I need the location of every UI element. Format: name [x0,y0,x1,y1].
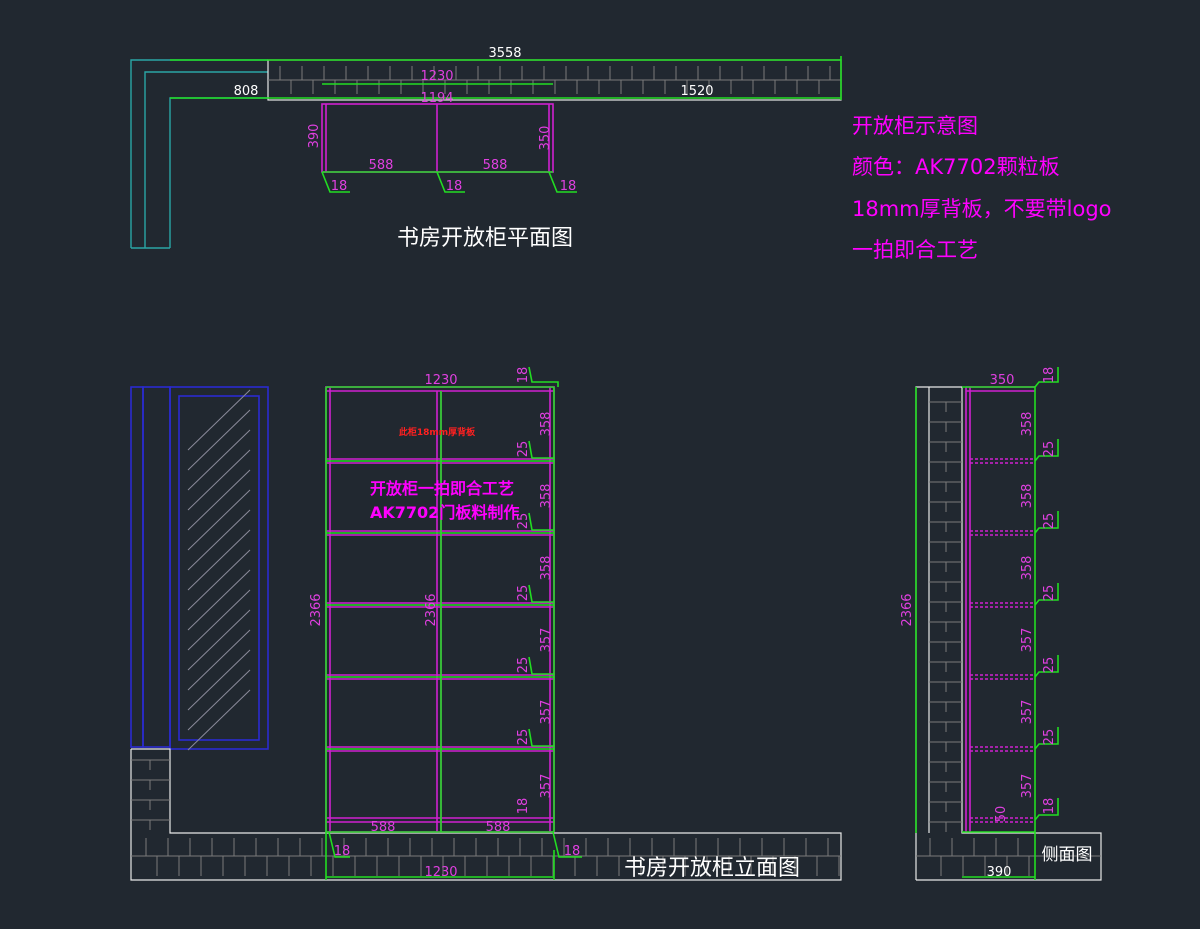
plan-cabinet [321,103,577,193]
elevation-view: 25 25 25 25 25 358 358 358 357 357 357 1230 18 236… [130,367,842,881]
glass-hatch-line [187,449,251,511]
shelf-dim-leader [528,584,554,603]
plan-dim-panel-1: 18 [331,179,348,194]
side-gap-dim: 358 [1020,412,1035,437]
side-shelf-dim: 25 [1042,513,1057,530]
note-line-4: 一拍即合工艺 [852,238,978,262]
shelf-dim-leader [528,656,554,675]
elevation-dim-top-width: 1230 [424,373,457,388]
elevation-title: 书房开放柜立面图 [624,856,800,881]
side-shelf-dim: 25 [1042,729,1057,746]
elevation-dim-bottom-width: 1230 [424,865,457,880]
glass-hatch-line [187,549,251,611]
shelf-dim-25: 25 [516,657,531,674]
shelf-dim-leader [528,440,554,459]
side-dim-height: 2366 [900,593,915,626]
shelf-dim-25: 25 [516,585,531,602]
note-line-3: 18mm厚背板，不要带logo [852,197,1112,221]
side-dim-bottom-board: 18 [1042,798,1057,815]
side-shelf-dim: 25 [1042,441,1057,458]
glass-hatch-line [187,669,251,731]
shelf-dim-25: 25 [516,513,531,530]
glass-hatch-line [187,489,251,551]
plan-dim-panel-3: 18 [560,179,577,194]
side-gap-dim: 358 [1020,556,1035,581]
plan-dim-panel-2: 18 [446,179,463,194]
shelf-dim-25: 25 [516,441,531,458]
side-shelf-leader [1034,655,1059,678]
plan-wall-band [267,59,842,101]
side-shelf-leader [1034,583,1059,606]
plan-dim-bay-1: 588 [369,158,394,173]
elevation-note-1: 开放柜一拍即合工艺 [370,479,514,498]
side-dim-depth-top: 350 [990,373,1015,388]
side-shelf-leader [1034,798,1059,821]
glass-hatch-line [187,649,251,711]
elevation-dim-top-board: 18 [516,367,531,384]
elevation-dim-bay-1: 588 [371,820,396,835]
elevation-note-2: AK7702门板料制作 [370,503,519,522]
glass-hatch-line [187,529,251,591]
side-gap-dim: 357 [1020,628,1035,653]
plan-dim-left: 808 [234,84,259,99]
side-wall [915,386,1102,881]
gap-dim: 358 [539,412,554,437]
shelf-dim-25: 25 [516,729,531,746]
elevation-dim-foot-right: 18 [564,844,581,859]
side-title: 侧面图 [1042,845,1093,865]
elevation-dim-height-left: 2366 [309,593,324,626]
side-dim-small: 50 [994,806,1009,823]
side-shelf-leader [1034,511,1059,534]
side-gap-dim: 358 [1020,484,1035,509]
plan-dim-width-outer: 1230 [420,69,453,84]
note-line-2: 颜色：AK7702颗粒板 [852,155,1060,179]
glass-hatch-line [187,629,251,691]
plan-title: 书房开放柜平面图 [397,226,573,251]
side-shelf-leader [1034,439,1059,462]
plan-dim-right: 1520 [680,84,713,99]
glass-hatch-line [187,429,251,491]
gap-dim: 357 [539,700,554,725]
elevation-red-tag: 此柜18mm厚背板 [399,426,476,438]
elevation-window [130,386,269,751]
glass-hatch-line [187,409,251,471]
notes-block: 开放柜示意图 颜色：AK7702颗粒板 18mm厚背板，不要带logo 一拍即合… [852,114,1112,262]
gap-dim: 357 [539,774,554,799]
gap-dim: 358 [539,556,554,581]
glass-hatch-line [187,689,251,751]
glass-hatch-line [187,609,251,671]
elevation-dim-bay-2: 588 [486,820,511,835]
elevation-dim-foot-left: 18 [334,844,351,859]
shelf-dim-leader [528,728,554,747]
plan-dim-width-inner: 1194 [420,91,453,106]
side-shelf-dim: 25 [1042,585,1057,602]
elevation-dim-bottom-board: 18 [516,798,531,815]
side-shelf-leader [1034,727,1059,750]
side-dim-top-board: 18 [1042,367,1057,384]
glass-hatch-line [187,469,251,531]
plan-dim-depth-left: 390 [307,124,322,149]
side-gap-dim: 357 [1020,774,1035,799]
glass-hatch-line [187,389,251,451]
plan-dim-bay-2: 588 [483,158,508,173]
shelf-dim-leader [528,512,554,531]
note-line-1: 开放柜示意图 [852,114,978,138]
elevation-dim-height-center: 2366 [424,593,439,626]
side-cabinet [965,386,1035,832]
side-view: 25 25 25 25 25 358 358 358 357 357 357 350 18 2366… [900,367,1102,881]
glass-hatch-line [187,509,251,571]
glass-hatch-line [187,569,251,631]
side-shelf-dim: 25 [1042,657,1057,674]
plan-dim-depth-right: 350 [538,126,553,151]
plan-view: 3558 808 1520 1230 1194 390 350 588 588 … [130,46,842,251]
glass-hatch-line [187,589,251,651]
side-gap-dim: 357 [1020,700,1035,725]
elevation-floor-wall [130,748,842,881]
plan-dim-overall: 3558 [488,46,521,61]
gap-dim: 358 [539,484,554,509]
side-dim-depth-bottom: 390 [987,865,1012,880]
gap-dim: 357 [539,628,554,653]
